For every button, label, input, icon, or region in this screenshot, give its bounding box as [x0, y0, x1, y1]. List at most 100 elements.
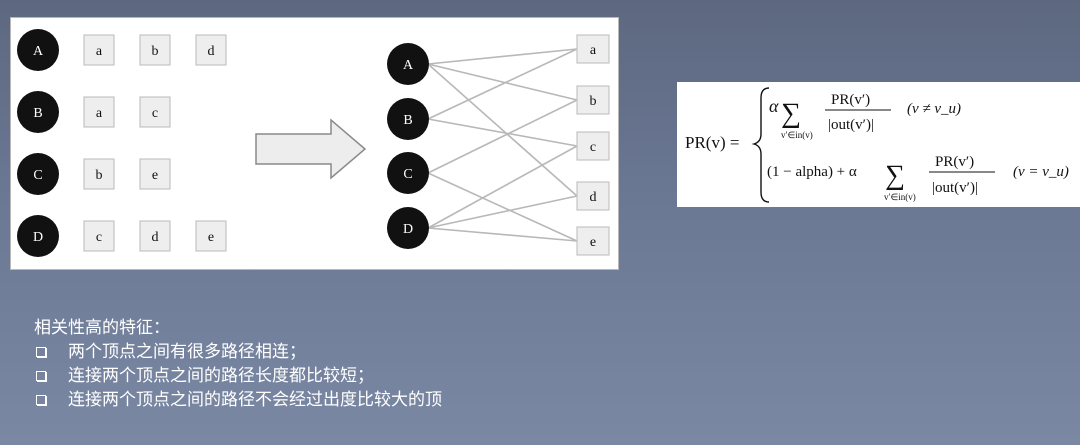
fraction-denominator: |out(v′)| [828, 117, 874, 133]
item-box-d: d [195, 34, 227, 66]
item-label: a [590, 43, 597, 58]
node-label: A [33, 44, 44, 59]
list-item: 连接两个顶点之间的路径长度都比较短； [34, 364, 442, 388]
node-label: C [403, 167, 412, 182]
sum-subscript-2: v′∈in(v) [884, 192, 916, 202]
item-box-c: c [83, 220, 115, 252]
item-box-b: b [83, 158, 115, 190]
list-item-text: 两个顶点之间有很多路径相连； [68, 342, 306, 362]
node-circle-shape [17, 29, 59, 71]
edge-D-c [427, 145, 578, 229]
case2-condition: (v = v_u) [1013, 164, 1069, 180]
notes-list: 两个顶点之间有很多路径相连； 连接两个顶点之间的路径长度都比较短； 连接两个顶点… [34, 340, 442, 412]
user-node-A: A [17, 29, 59, 71]
user-node-B: B [17, 91, 59, 133]
graph-item-c: c [576, 131, 610, 161]
item-label: d [208, 44, 215, 59]
item-box-shape [576, 226, 610, 256]
graph-item-a: a [576, 34, 610, 64]
item-box-shape [576, 34, 610, 64]
node-label: A [403, 58, 414, 73]
fraction-numerator: PR(v′) [831, 92, 870, 108]
sum-symbol-2: ∑ [885, 160, 905, 191]
transform-arrow-icon [255, 118, 367, 180]
graph-item-b: b [576, 85, 610, 115]
item-box-a: a [83, 96, 115, 128]
item-box-shape [83, 158, 115, 190]
pagerank-formula-panel: PR(v) = α ∑ v′∈in(v) PR(v′) |out(v′)| (v… [677, 82, 1080, 207]
item-label: b [590, 94, 597, 109]
item-label: d [152, 230, 159, 245]
item-box-e: e [195, 220, 227, 252]
item-box-shape [576, 85, 610, 115]
edge-B-a [427, 48, 578, 120]
sum-symbol: ∑ [781, 98, 801, 129]
graph-node-C: C [387, 152, 429, 194]
user-node-C: C [17, 153, 59, 195]
item-box-d: d [139, 220, 171, 252]
alpha-symbol: α [769, 96, 779, 116]
list-item: 两个顶点之间有很多路径相连； [34, 340, 442, 364]
item-box-shape [576, 131, 610, 161]
list-item-text: 连接两个顶点之间的路径不会经过出度比较大的顶 [68, 390, 442, 410]
curly-brace [751, 87, 770, 203]
node-circle-shape [387, 98, 429, 140]
checkbox-bullet-icon [36, 371, 46, 381]
list-item-text: 连接两个顶点之间的路径长度都比较短； [68, 366, 374, 386]
fraction-denominator-2: |out(v′)| [932, 180, 978, 196]
item-box-shape [139, 96, 171, 128]
edge-B-c [427, 118, 578, 147]
item-box-shape [83, 34, 115, 66]
item-label: a [96, 44, 103, 59]
user-node-D: D [17, 215, 59, 257]
item-label: e [152, 168, 158, 183]
node-circle-shape [387, 152, 429, 194]
edge-A-a [427, 48, 578, 65]
edge-D-d [427, 195, 578, 229]
fraction-numerator-2: PR(v′) [935, 154, 974, 170]
node-label: D [403, 222, 413, 237]
edge-C-b [427, 99, 578, 174]
node-label: B [33, 106, 42, 121]
edge-C-e [427, 172, 578, 242]
case1-condition: (v ≠ v_u) [907, 101, 961, 117]
graph-node-D: D [387, 207, 429, 249]
item-label: a [96, 106, 103, 121]
item-box-shape [576, 181, 610, 211]
item-box-shape [139, 220, 171, 252]
pagerank-formula: PR(v) = α ∑ v′∈in(v) PR(v′) |out(v′)| (v… [685, 87, 1069, 203]
checkbox-bullet-icon [36, 395, 46, 405]
item-label: c [590, 140, 596, 155]
item-label: b [96, 168, 103, 183]
graph-item-d: d [576, 181, 610, 211]
item-box-shape [83, 220, 115, 252]
checkbox-bullet-icon [36, 347, 46, 357]
edge-A-b [427, 63, 578, 101]
list-item: 连接两个顶点之间的路径不会经过出度比较大的顶 [34, 388, 442, 412]
item-box-shape [83, 96, 115, 128]
node-label: C [33, 168, 42, 183]
item-label: c [152, 106, 158, 121]
edge-D-e [427, 227, 578, 242]
item-box-shape [139, 34, 171, 66]
node-label: B [403, 113, 412, 128]
edge-A-d [427, 63, 578, 197]
item-box-shape [195, 34, 227, 66]
node-circle-shape [387, 207, 429, 249]
node-circle-shape [17, 215, 59, 257]
item-box-e: e [139, 158, 171, 190]
node-circle-shape [17, 153, 59, 195]
item-label: d [590, 190, 597, 205]
item-box-a: a [83, 34, 115, 66]
graph-node-A: A [387, 43, 429, 85]
item-label: e [590, 235, 596, 250]
graph-item-e: e [576, 226, 610, 256]
notes-heading: 相关性高的特征： [34, 318, 170, 338]
item-label: e [208, 230, 214, 245]
node-circle-shape [17, 91, 59, 133]
item-label: c [96, 230, 102, 245]
graph-node-B: B [387, 98, 429, 140]
item-box-shape [195, 220, 227, 252]
node-label: D [33, 230, 43, 245]
